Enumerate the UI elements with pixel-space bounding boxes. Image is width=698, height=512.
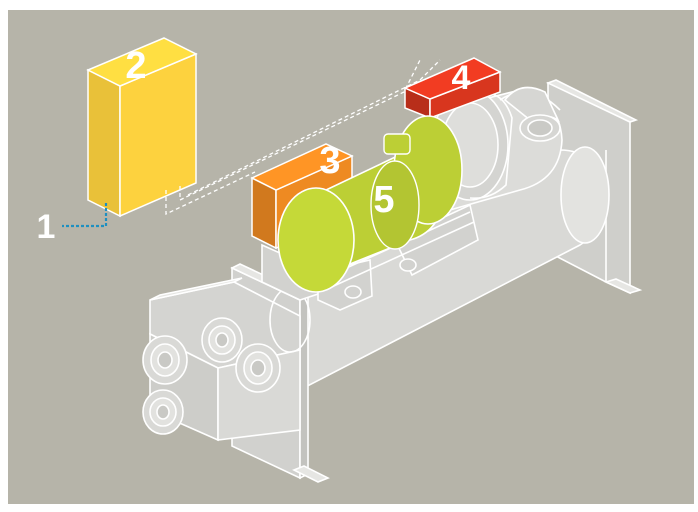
motor-terminal-box	[384, 134, 410, 154]
nozzle-lower-left	[143, 390, 183, 434]
motor-front-cap	[278, 188, 354, 292]
nozzle-upper-right	[202, 318, 242, 362]
nozzle-center	[236, 344, 280, 392]
callout-2-label: 2	[125, 45, 146, 87]
callout-5-label: 5	[373, 179, 394, 221]
callout-1-label: 1	[37, 208, 56, 246]
callout-4-label: 4	[452, 59, 471, 97]
block-2-front	[88, 70, 120, 216]
callout-3-label: 3	[319, 140, 340, 182]
nozzle-upper-left	[143, 336, 187, 384]
